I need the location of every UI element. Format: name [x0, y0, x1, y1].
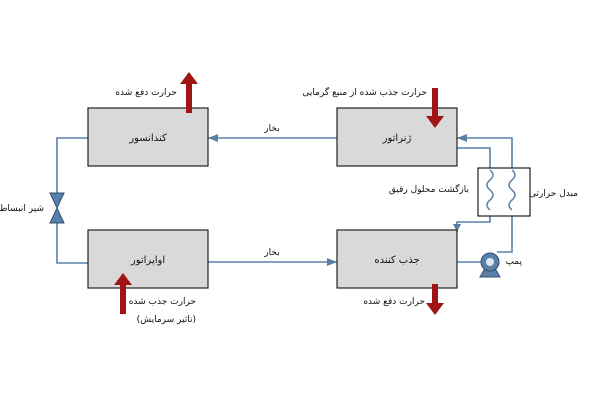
pump-icon	[479, 252, 501, 278]
absorber-heat-label: حرارت دفع شده	[363, 297, 425, 307]
generator-box: ژنراتور	[336, 107, 458, 167]
flow-arrowhead	[457, 134, 467, 142]
pipe-heat-exchanger-to-generator	[457, 137, 513, 168]
evaporator-heat-in-arrow	[114, 273, 132, 314]
generator-heat-label: حرارت جذب شده از منبع گرمایی	[302, 86, 427, 98]
flow-arrowhead	[208, 134, 218, 142]
flow-arrowhead	[327, 258, 337, 266]
pump-label: پمپ	[505, 257, 522, 267]
evaporator-box: اواپراتور	[87, 229, 209, 289]
absorber-box: جذب کننده	[336, 229, 458, 289]
pipe-valve-to-evaporator	[56, 223, 88, 264]
pipe-condenser-to-valve	[56, 137, 88, 193]
steam-bottom-label: بخار	[263, 248, 279, 258]
evaporator-effect-label: (تاثیر سرمایش)	[137, 315, 196, 325]
pipe-generator-to-heat-exchanger	[457, 147, 491, 168]
heat-exchanger-label: مبدل حرارتی	[529, 189, 578, 199]
steam-top-label: بخار	[263, 124, 279, 134]
expansion-valve-label: شیر انبساط	[0, 204, 44, 214]
expansion-valve-icon	[49, 192, 65, 224]
absorber-label: جذب کننده	[374, 255, 419, 266]
evaporator-heat-label: حرارت جذب شده	[129, 297, 196, 307]
condenser-heat-label: حرارت دفع شده	[115, 88, 177, 98]
flow-arrowhead	[453, 224, 461, 232]
absorber-heat-out-arrow	[426, 284, 444, 315]
condenser-heat-out-arrow	[180, 72, 198, 113]
generator-label: ژنراتور	[382, 133, 412, 144]
condenser-box: کندانسور	[87, 107, 209, 167]
pipe-heat-exchanger-to-absorber	[456, 216, 491, 232]
condenser-label: کندانسور	[128, 133, 167, 144]
generator-heat-in-arrow	[426, 88, 444, 128]
evaporator-label: اواپراتور	[130, 255, 165, 266]
weak-solution-return-label: بازگشت محلول رقیق	[389, 183, 469, 195]
pipe-pump-to-heat-exchanger	[497, 216, 513, 253]
heat-exchanger-icon	[477, 167, 531, 217]
